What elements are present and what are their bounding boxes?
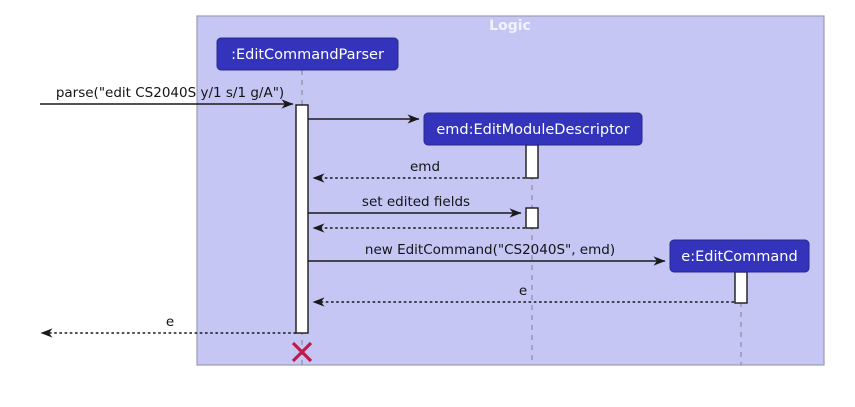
participant-edit-module-descriptor[interactable]: emd:EditModuleDescriptor bbox=[423, 112, 643, 146]
destroy-marker-icon bbox=[291, 341, 313, 363]
participant-edit-module-descriptor-box[interactable] bbox=[423, 112, 643, 146]
participant-edit-command-parser[interactable]: :EditCommandParser bbox=[216, 37, 399, 71]
message-return-e-inner-label: e bbox=[519, 283, 527, 299]
participant-edit-module-descriptor-label: emd:EditModuleDescriptor bbox=[436, 122, 629, 138]
activation-bar-parser bbox=[295, 104, 309, 334]
message-return-e-outer: e bbox=[40, 314, 296, 338]
message-set-edited-fields: set edited fields bbox=[308, 194, 522, 218]
message-set-edited-fields-label: set edited fields bbox=[362, 194, 470, 210]
participant-edit-command[interactable]: e:EditCommand bbox=[669, 239, 810, 273]
activation-bar-emd-1 bbox=[525, 144, 539, 179]
destroy-marker-stroke-2 bbox=[291, 341, 313, 363]
participant-boxes: :EditCommandParser emd:EditModuleDescrip… bbox=[216, 37, 810, 273]
message-parse-label: parse("edit CS2040S y/1 s/1 g/A") bbox=[56, 85, 284, 101]
logic-frame-title: Logic bbox=[489, 18, 531, 34]
participant-edit-command-parser-box[interactable] bbox=[216, 37, 399, 71]
participant-edit-command-label: e:EditCommand bbox=[681, 249, 797, 265]
message-new-editcommand-label: new EditCommand("CS2040S", emd) bbox=[365, 242, 615, 258]
message-new-editcommand: new EditCommand("CS2040S", emd) bbox=[308, 242, 666, 266]
activation-bar-editcommand bbox=[734, 271, 748, 304]
activation-bars bbox=[295, 104, 748, 334]
activation-bar-emd-2 bbox=[525, 207, 539, 229]
message-return-e-outer-label: e bbox=[166, 314, 174, 330]
lifelines bbox=[301, 70, 742, 365]
participant-edit-command-box[interactable] bbox=[669, 239, 810, 273]
message-parse: parse("edit CS2040S y/1 s/1 g/A") bbox=[40, 85, 294, 109]
message-return-emd-label: emd bbox=[410, 159, 440, 175]
messages: parse("edit CS2040S y/1 s/1 g/A") emd se… bbox=[40, 85, 734, 338]
participant-edit-command-parser-label: :EditCommandParser bbox=[231, 47, 384, 63]
message-return-e-inner: e bbox=[312, 283, 734, 307]
message-return-emd: emd bbox=[312, 159, 525, 183]
